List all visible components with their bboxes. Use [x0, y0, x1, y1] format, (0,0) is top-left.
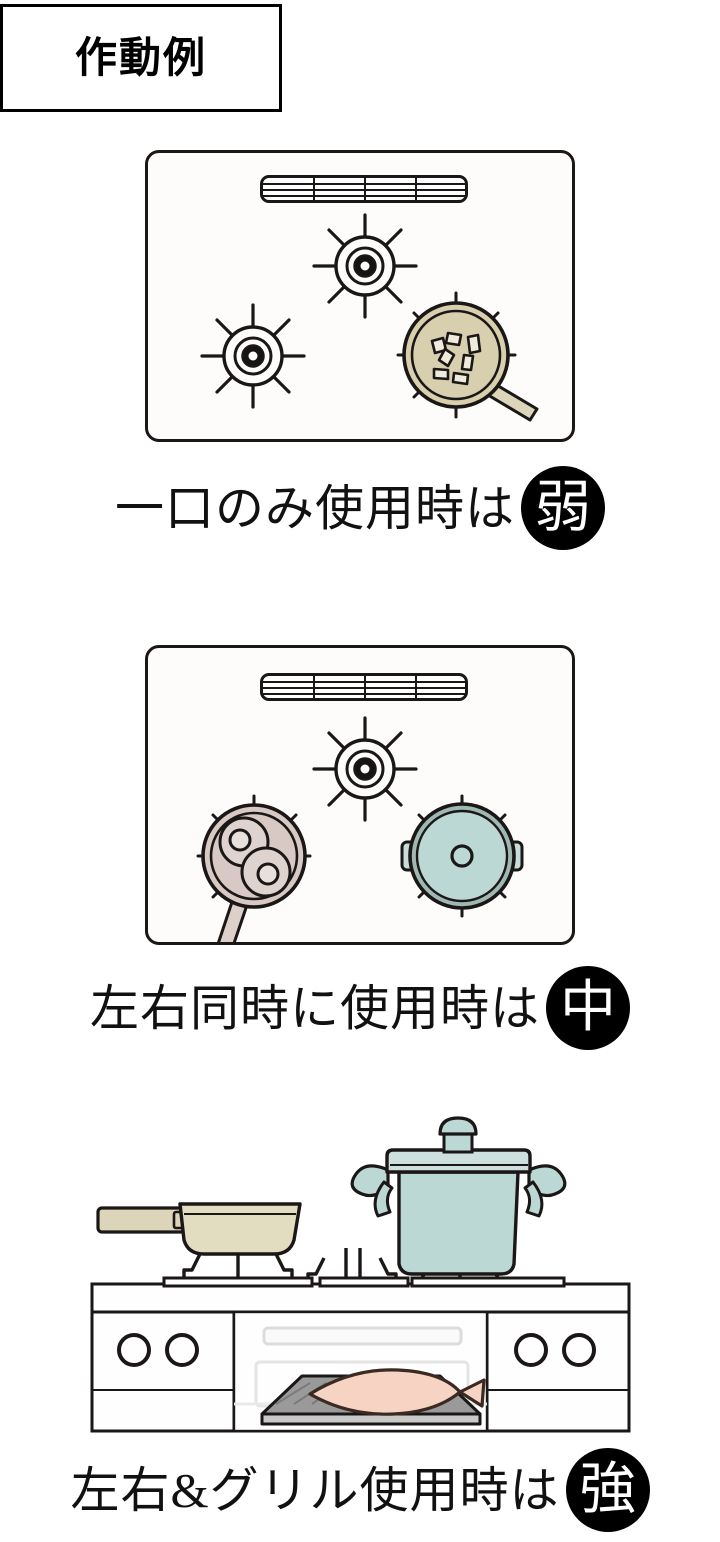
stove-frontview-panel-3	[88, 1108, 633, 1433]
gas-burner-icon-center	[310, 211, 420, 321]
control-knob-icon	[514, 1333, 548, 1367]
control-knob-icon	[117, 1333, 151, 1367]
left-control-panel	[90, 1310, 236, 1433]
pot-with-lid-frontview	[350, 1116, 567, 1300]
grill-vent-icon	[260, 673, 468, 701]
grill-vent-icon	[260, 175, 468, 203]
caption-text-3: 左右&グリル使用時は	[70, 1462, 560, 1518]
grill-vent-grid	[263, 178, 465, 200]
status-badge-1: 弱	[521, 466, 605, 550]
stove-topview-panel-1	[145, 150, 575, 442]
caption-text-2: 左右同時に使用時は	[89, 980, 540, 1036]
gas-burner-icon-center	[310, 714, 420, 824]
header-box: 作動例	[0, 4, 282, 112]
grill-tray-with-fish	[260, 1368, 486, 1426]
frying-pan-frontview	[96, 1202, 302, 1280]
control-knob-icon	[562, 1333, 596, 1367]
caption-text-1: 一口のみ使用時は	[114, 480, 515, 536]
caption-row-3: 左右&グリル使用時は 強	[0, 1448, 720, 1532]
control-knob-icon	[165, 1333, 199, 1367]
pot-with-lid-topview	[396, 794, 546, 926]
status-badge-2: 中	[546, 966, 630, 1050]
frying-pan-eggs-topview	[196, 794, 348, 942]
stove-topview-panel-2	[145, 645, 575, 945]
grill-vent-grid	[263, 676, 465, 698]
status-badge-3: 強	[565, 1448, 650, 1532]
caption-row-1: 一口のみ使用時は 弱	[0, 466, 720, 550]
gas-burner-icon-left	[198, 301, 308, 411]
frying-pan-stirfry-topview	[396, 291, 558, 428]
caption-row-2: 左右同時に使用時は 中	[0, 966, 720, 1050]
right-control-panel	[485, 1310, 631, 1433]
page-title: 作動例	[74, 33, 207, 82]
